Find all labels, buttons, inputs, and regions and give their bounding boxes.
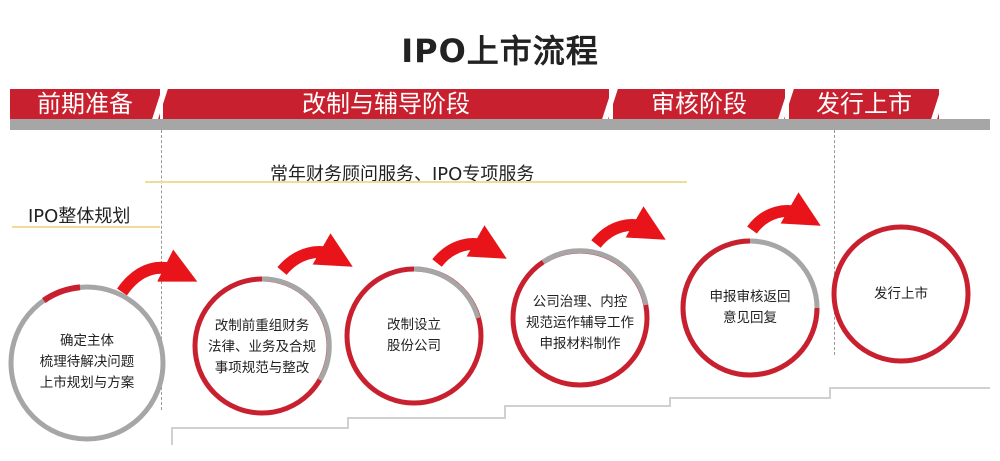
- phase-restructure-label: 改制与辅导阶段: [302, 90, 470, 118]
- arrow-3: [432, 225, 507, 268]
- step-3-line-2: 股份公司: [387, 338, 441, 354]
- phase-underline: [10, 119, 990, 130]
- step-circle-6: [831, 224, 971, 364]
- step-2-line-3: 事项规范与整改: [214, 360, 310, 376]
- step-4-line-1: 公司治理、内控: [532, 294, 628, 310]
- step-2-line-2: 法律、业务及合规: [208, 339, 316, 355]
- step-6-line-1: 发行上市: [874, 286, 928, 302]
- step-1-line-3: 上市规划与方案: [39, 375, 135, 391]
- phase-restructure: 改制与辅导阶段: [163, 89, 609, 119]
- step-4-line-2: 规范运作辅导工作: [526, 315, 634, 331]
- step-4-line-3: 申报材料制作: [539, 336, 621, 352]
- step-1-line-1: 确定主体: [60, 333, 114, 349]
- step-5-text: 申报审核返回 意见回复: [690, 287, 810, 329]
- step-3-line-1: 改制设立: [387, 317, 441, 333]
- arrow-1: [117, 249, 198, 296]
- step-1-text: 确定主体 梳理待解决问题 上市规划与方案: [17, 331, 157, 394]
- step-5-line-2: 意见回复: [723, 310, 777, 326]
- service-planning-line: [12, 226, 160, 228]
- step-6-text: 发行上市: [851, 284, 951, 305]
- service-annual-label: 常年财务顾问服务、IPO专项服务: [270, 164, 535, 185]
- phase-review: 审核阶段: [613, 89, 785, 119]
- step-circle-1: [8, 284, 166, 442]
- service-annual-line: [145, 181, 687, 183]
- arrow-2: [277, 233, 353, 276]
- step-2-text: 改制前重组财务 法律、业务及合规 事项规范与整改: [192, 316, 332, 379]
- arrow-4: [591, 206, 666, 249]
- step-circle-5: [680, 238, 820, 378]
- step-1-line-2: 梳理待解决问题: [39, 354, 135, 370]
- staircase: [171, 387, 990, 445]
- phase-prep-label: 前期准备: [37, 90, 133, 118]
- step-circle-2: [192, 276, 332, 416]
- step-5-line-1: 申报审核返回: [709, 289, 791, 305]
- phase-boundary: [834, 130, 835, 355]
- step-3-text: 改制设立 股份公司: [354, 315, 474, 357]
- phase-review-label: 审核阶段: [651, 90, 747, 118]
- step-4-text: 公司治理、内控 规范运作辅导工作 申报材料制作: [505, 292, 655, 355]
- step-circle-3: [344, 266, 484, 406]
- phase-prep: 前期准备: [10, 89, 160, 119]
- page-title: IPO上市流程: [401, 32, 599, 70]
- phase-listing: 发行上市: [789, 89, 939, 119]
- service-planning-label: IPO整体规划: [28, 206, 131, 227]
- phase-listing-label: 发行上市: [816, 90, 912, 118]
- step-circle-4: [510, 248, 650, 388]
- arrow-5: [747, 192, 821, 234]
- step-2-line-1: 改制前重组财务: [214, 318, 310, 334]
